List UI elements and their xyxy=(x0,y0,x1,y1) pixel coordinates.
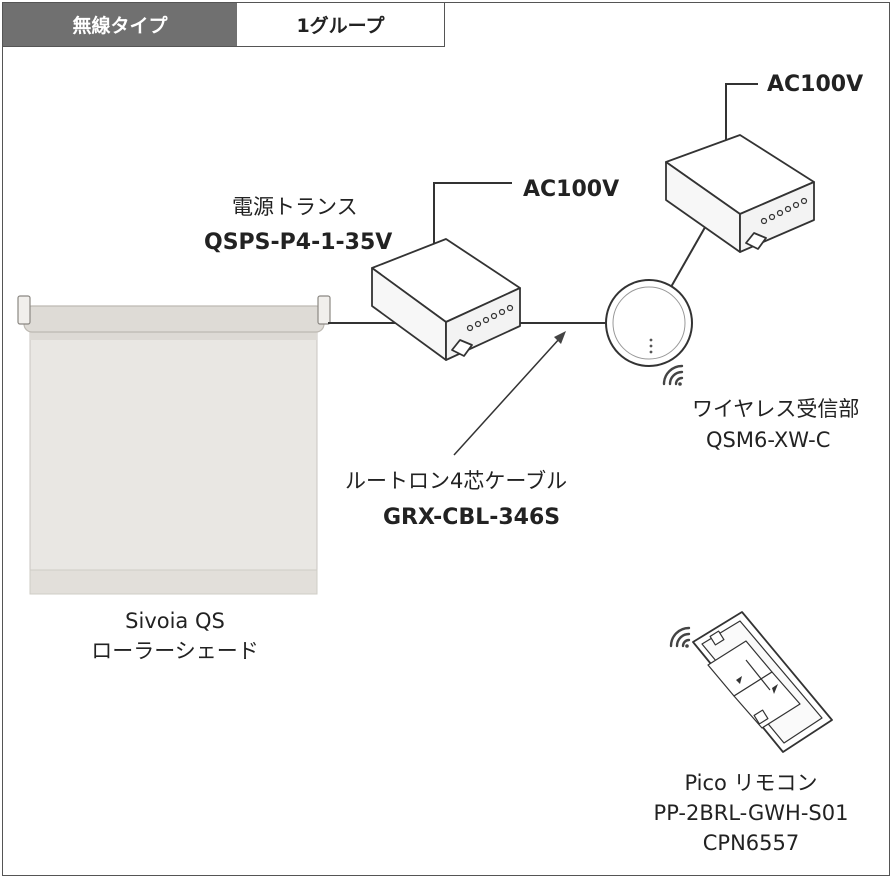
transformer-name: 電源トランス xyxy=(232,195,358,219)
wireless-receiver-illustration xyxy=(605,279,693,367)
transformer-ac-label: AC100V xyxy=(523,177,620,202)
pico-remote-illustration xyxy=(692,611,833,753)
roller-shade-illustration xyxy=(17,295,331,595)
power-transformer-illustration xyxy=(371,238,521,361)
group-tab: 1グループ xyxy=(237,3,445,47)
remote-name: Pico リモコン xyxy=(684,771,818,795)
transformer-model: QSPS-P4-1-35V xyxy=(204,230,393,255)
shade-type: ローラーシェード xyxy=(91,639,259,663)
type-tab: 無線タイプ xyxy=(3,3,237,47)
cable-model: GRX-CBL-346S xyxy=(383,505,561,530)
receiver-ac-label: AC100V xyxy=(767,72,864,97)
receiver-ac-line xyxy=(725,83,758,150)
remote-model: PP-2BRL-GWH-S01 xyxy=(653,801,849,825)
receiver-model: QSM6-XW-C xyxy=(706,428,831,452)
receiver-signal-icon xyxy=(662,364,684,386)
remote-signal-icon xyxy=(669,626,691,648)
cable-pointer-arrow xyxy=(453,331,566,456)
transformer-ac-line xyxy=(433,182,512,248)
shade-name: Sivoia QS xyxy=(125,609,225,633)
remote-cpn: CPN6557 xyxy=(702,831,800,855)
cable-name: ルートロン4芯ケーブル xyxy=(345,469,568,493)
receiver-power-box-illustration xyxy=(665,134,815,253)
receiver-name: ワイヤレス受信部 xyxy=(692,397,860,421)
